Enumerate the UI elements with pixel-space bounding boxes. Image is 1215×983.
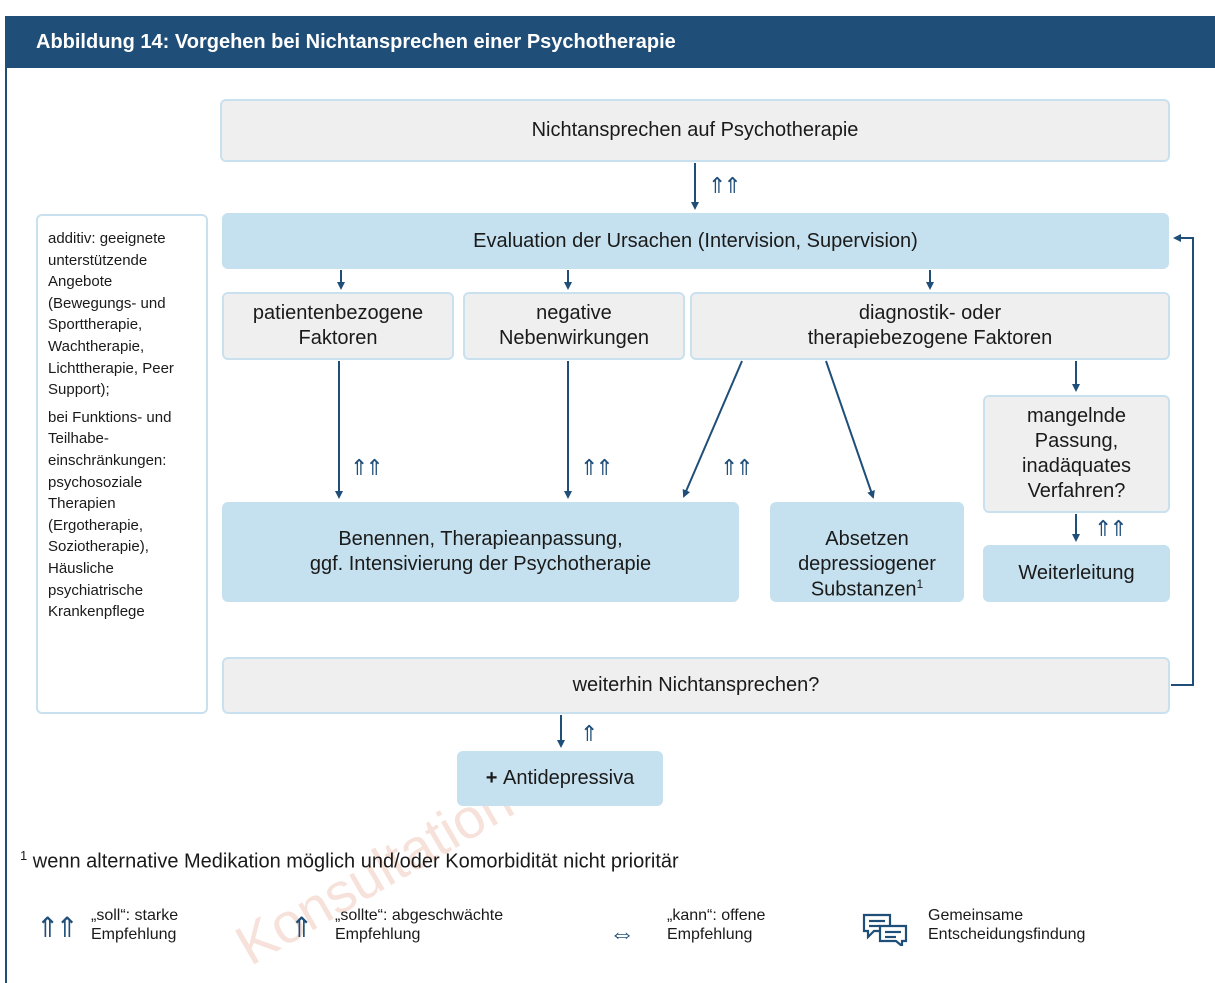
rec-strong-start: ⇑⇑	[708, 173, 742, 198]
legend-weak-text: „sollte“: abgeschwächte Empfehlung	[335, 907, 504, 944]
rec-strong-diagnostic: ⇑⇑	[720, 455, 754, 480]
arrow-diag-to-adjust	[682, 360, 743, 498]
antidepressants-label: Antidepressiva	[503, 767, 635, 789]
box-antidepressants: + Antidepressiva	[457, 751, 663, 806]
box-patient-factors: patientenbezogene Faktoren	[222, 292, 454, 360]
additive-offers-text: additiv: geeignete unterstützende Angebo…	[48, 230, 174, 399]
box-poor-fit: mangelnde Passung, inadäquates Verfahren…	[983, 395, 1170, 513]
legend-weak-symbol: ⇑	[290, 912, 314, 943]
rec-strong-patient: ⇑⇑	[350, 455, 384, 480]
supportive-offers-panel: additiv: geeignete unterstützende Angebo…	[36, 214, 208, 714]
box-evaluation: Evaluation der Ursachen (Intervision, Su…	[222, 213, 1169, 269]
discontinue-text: Absetzen depressiogener Substanzen	[798, 527, 936, 601]
box-discontinue-substances: Absetzen depressiogener Substanzen1	[770, 502, 964, 602]
box-therapy-adjustment: Benennen, Therapieanpassung, ggf. Intens…	[222, 502, 739, 602]
legend-strong-symbol: ⇑⇑	[36, 912, 79, 943]
figure-title: Abbildung 14: Vorgehen bei Nichtansprech…	[5, 16, 1215, 68]
frame-left-border	[5, 20, 7, 983]
impairment-therapies-text: bei Funktions- und Teilhabe-einschränkun…	[48, 408, 172, 621]
arrow-loop-back	[1171, 234, 1194, 686]
box-side-effects: negative Nebenwirkungen	[463, 292, 685, 360]
arrow-diag-to-discontinue	[825, 360, 875, 499]
legend-open-symbol: ⇔	[609, 918, 635, 948]
footnote-marker: 1	[916, 576, 924, 591]
speech-bubbles-icon	[862, 913, 908, 946]
box-diagnostic-factors: diagnostik- oder therapiebezogene Faktor…	[690, 292, 1170, 360]
footnote-text: wenn alternative Medikation möglich und/…	[27, 850, 679, 873]
rec-weak-antidep: ⇑	[580, 721, 599, 746]
box-referral: Weiterleitung	[983, 545, 1170, 602]
legend-shared-decision-text: Gemeinsame Entscheidungsfindung	[928, 907, 1086, 944]
legend-strong-text: „soll“: starke Empfehlung	[91, 907, 179, 944]
footnote: 1 wenn alternative Medikation möglich un…	[20, 848, 679, 874]
plus-sign: +	[485, 767, 498, 789]
footnote-number: 1	[20, 848, 28, 863]
rec-strong-side-effects: ⇑⇑	[580, 455, 614, 480]
rec-strong-referral: ⇑⇑	[1094, 516, 1128, 541]
box-still-no-response: weiterhin Nichtansprechen?	[222, 657, 1170, 714]
box-no-response: Nichtansprechen auf Psychotherapie	[220, 99, 1170, 162]
legend-open-text: „kann“: offene Empfehlung	[667, 907, 766, 944]
